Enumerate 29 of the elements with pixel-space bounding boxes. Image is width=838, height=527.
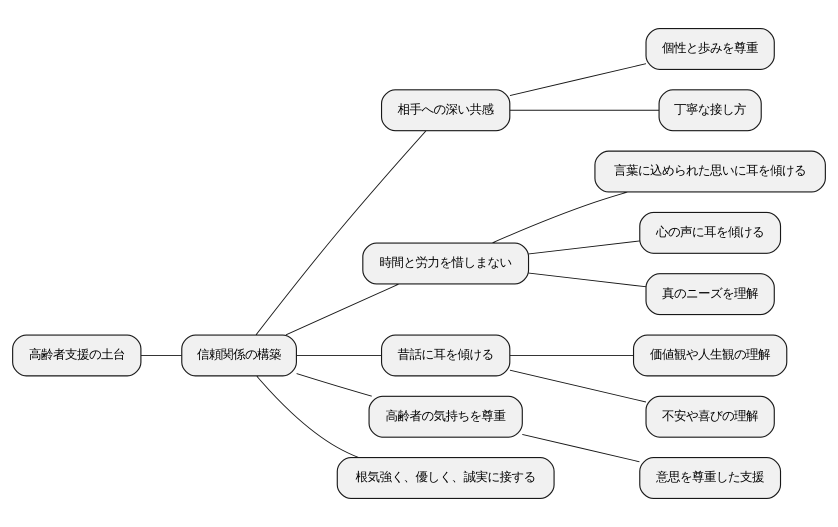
connector bbox=[256, 130, 426, 336]
connector bbox=[140, 354, 182, 356]
node-box: 丁寧な接し方 bbox=[658, 89, 762, 132]
node-box: 信頼関係の構築 bbox=[181, 334, 297, 376]
node-box: 高齢者の気持ちを尊重 bbox=[368, 396, 523, 438]
node-box: 相手への深い共感 bbox=[380, 89, 510, 132]
node-box: 根気強く、優しく、誠実に接する bbox=[336, 457, 555, 500]
connector bbox=[509, 110, 660, 111]
connector bbox=[522, 434, 640, 462]
connector bbox=[509, 370, 646, 402]
connector bbox=[286, 284, 400, 336]
node-box: 時間と労力を惜しまない bbox=[362, 242, 530, 284]
connector bbox=[509, 63, 646, 96]
node-box: 高齢者支援の土台 bbox=[12, 334, 142, 376]
connector bbox=[528, 272, 646, 288]
node-box: 個性と歩みを尊重 bbox=[645, 28, 775, 70]
node-box: 昔話に耳を傾ける bbox=[380, 334, 510, 376]
connector bbox=[296, 373, 372, 397]
node-box: 不安や喜びの理解 bbox=[645, 396, 775, 438]
node-box: 価値観や人生観の理解 bbox=[632, 334, 788, 376]
connector bbox=[296, 354, 382, 356]
connector bbox=[509, 354, 634, 356]
node-box: 心の声に耳を傾ける bbox=[639, 212, 782, 254]
node-box: 言葉に込められた思いに耳を傾ける bbox=[594, 150, 826, 193]
node-box: 意思を尊重した支援 bbox=[639, 457, 782, 500]
node-box: 真のニーズを理解 bbox=[645, 273, 775, 316]
connector bbox=[491, 192, 628, 244]
connector bbox=[528, 240, 640, 254]
connector bbox=[256, 376, 360, 458]
